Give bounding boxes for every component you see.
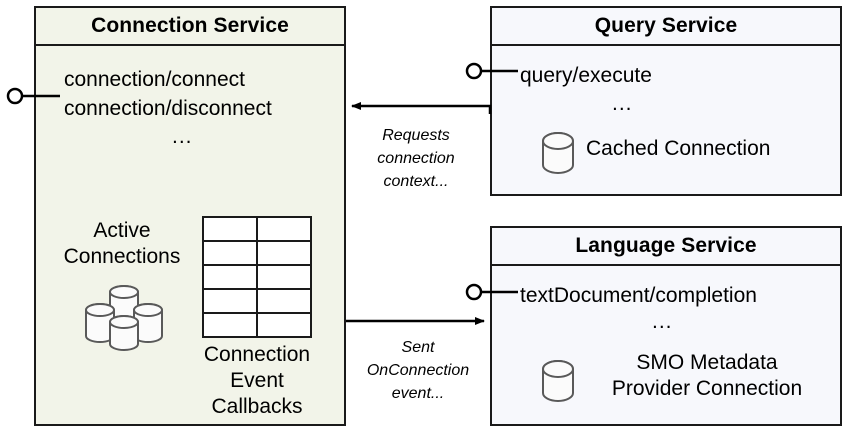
- language-service-body: textDocument/completion ... SMO Metadata…: [492, 266, 840, 424]
- connection-service-body: connection/connect connection/disconnect…: [36, 46, 344, 424]
- operation-query-execute[interactable]: query/execute: [520, 64, 652, 87]
- query-service-ellipsis: ...: [612, 92, 633, 115]
- connection-service-title: Connection Service: [36, 8, 344, 46]
- component-connection-service[interactable]: Connection Service connection/connect co…: [34, 6, 346, 426]
- lollipop-query-service[interactable]: [465, 62, 518, 80]
- lollipop-connection-service[interactable]: [6, 87, 60, 105]
- operation-textdocument-completion[interactable]: textDocument/completion: [520, 284, 757, 307]
- lollipop-language-service[interactable]: [465, 283, 518, 301]
- query-service-title: Query Service: [492, 8, 840, 46]
- smo-metadata-provider-connection-label: SMO Metadata Provider Connection: [611, 351, 803, 400]
- cached-connection-label: Cached Connection: [586, 137, 771, 160]
- edge-label-sent-onconnection-event: Sent OnConnection event...: [366, 339, 470, 402]
- table-grid-icon: [202, 216, 312, 338]
- query-service-body: query/execute ... Cached Connection: [492, 46, 840, 194]
- component-query-service[interactable]: Query Service query/execute ... Cached C…: [490, 6, 842, 196]
- language-service-title: Language Service: [492, 228, 840, 266]
- edge-label-requests-connection-context: Requests connection context...: [377, 127, 455, 190]
- language-service-ellipsis: ...: [652, 310, 673, 333]
- database-cluster-icon: [82, 280, 166, 352]
- edge-requests-connection-context[interactable]: [351, 102, 492, 114]
- connection-event-callbacks-label: Connection Event Callbacks: [203, 343, 311, 418]
- component-language-service[interactable]: Language Service textDocument/completion…: [490, 226, 842, 426]
- connection-service-ellipsis: ...: [172, 125, 193, 148]
- active-connections-label: Active Connections: [63, 219, 181, 268]
- database-cylinder-icon: [540, 358, 576, 404]
- database-cylinder-icon: [540, 130, 576, 176]
- operation-connection-connect[interactable]: connection/connect: [64, 68, 245, 91]
- operation-connection-disconnect[interactable]: connection/disconnect: [64, 97, 272, 120]
